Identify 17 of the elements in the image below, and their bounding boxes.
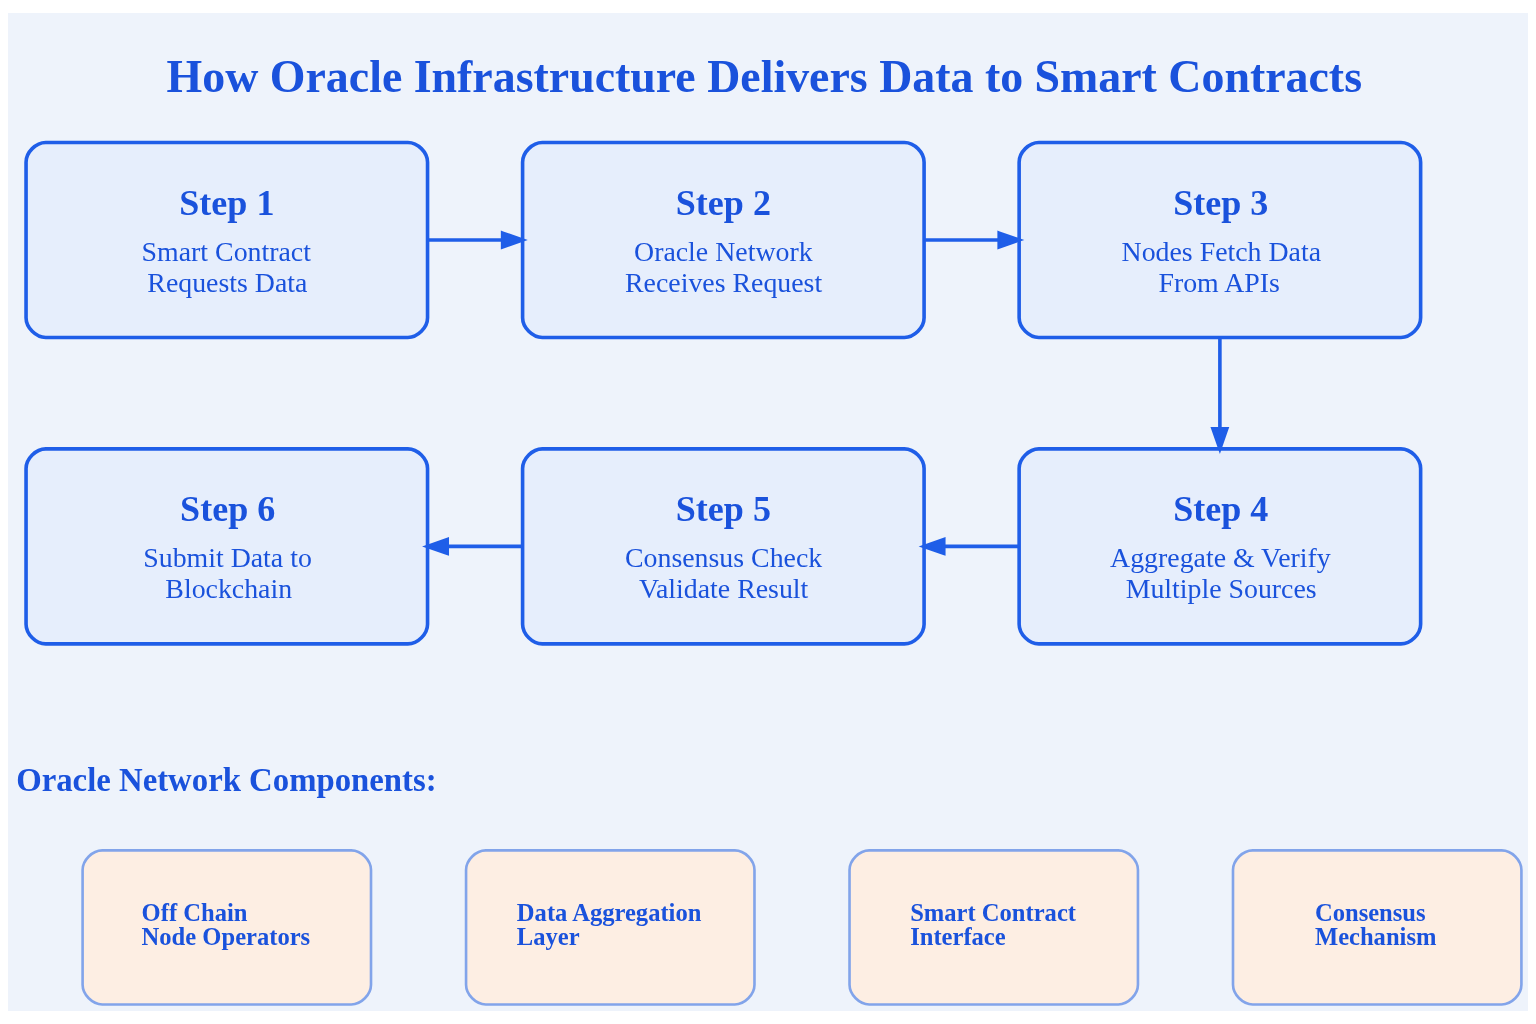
arrow	[1210, 337, 1230, 454]
node-box: Consensus Mechanism	[1231, 849, 1523, 1006]
node-box: Step 4 Aggregate & Verify Multiple Sources	[1017, 447, 1423, 646]
arrow	[924, 230, 1025, 250]
diagram-title: How Oracle Infrastructure Delivers Data to Smart Contracts	[166, 50, 1362, 102]
node-box: Step 3 Nodes Fetch Data From APIs	[1017, 140, 1423, 340]
arrow	[427, 230, 528, 250]
label: Oracle Network Components:	[16, 762, 437, 799]
node-box: Off Chain Node Operators	[81, 849, 373, 1006]
node-box: Data Aggregation Layer	[464, 849, 756, 1006]
node-box: Step 2 Oracle Network Receives Request	[520, 140, 926, 340]
node-box: Step 5 Consensus Check Validate Result	[520, 447, 926, 646]
node-box: Smart Contract Interface	[848, 849, 1140, 1006]
arrow	[918, 537, 1019, 556]
arrow	[422, 537, 523, 556]
node-box: Step 6 Submit Data to Blockchain	[24, 447, 430, 646]
node-box: Step 1 Smart Contract Requests Data	[24, 140, 430, 340]
